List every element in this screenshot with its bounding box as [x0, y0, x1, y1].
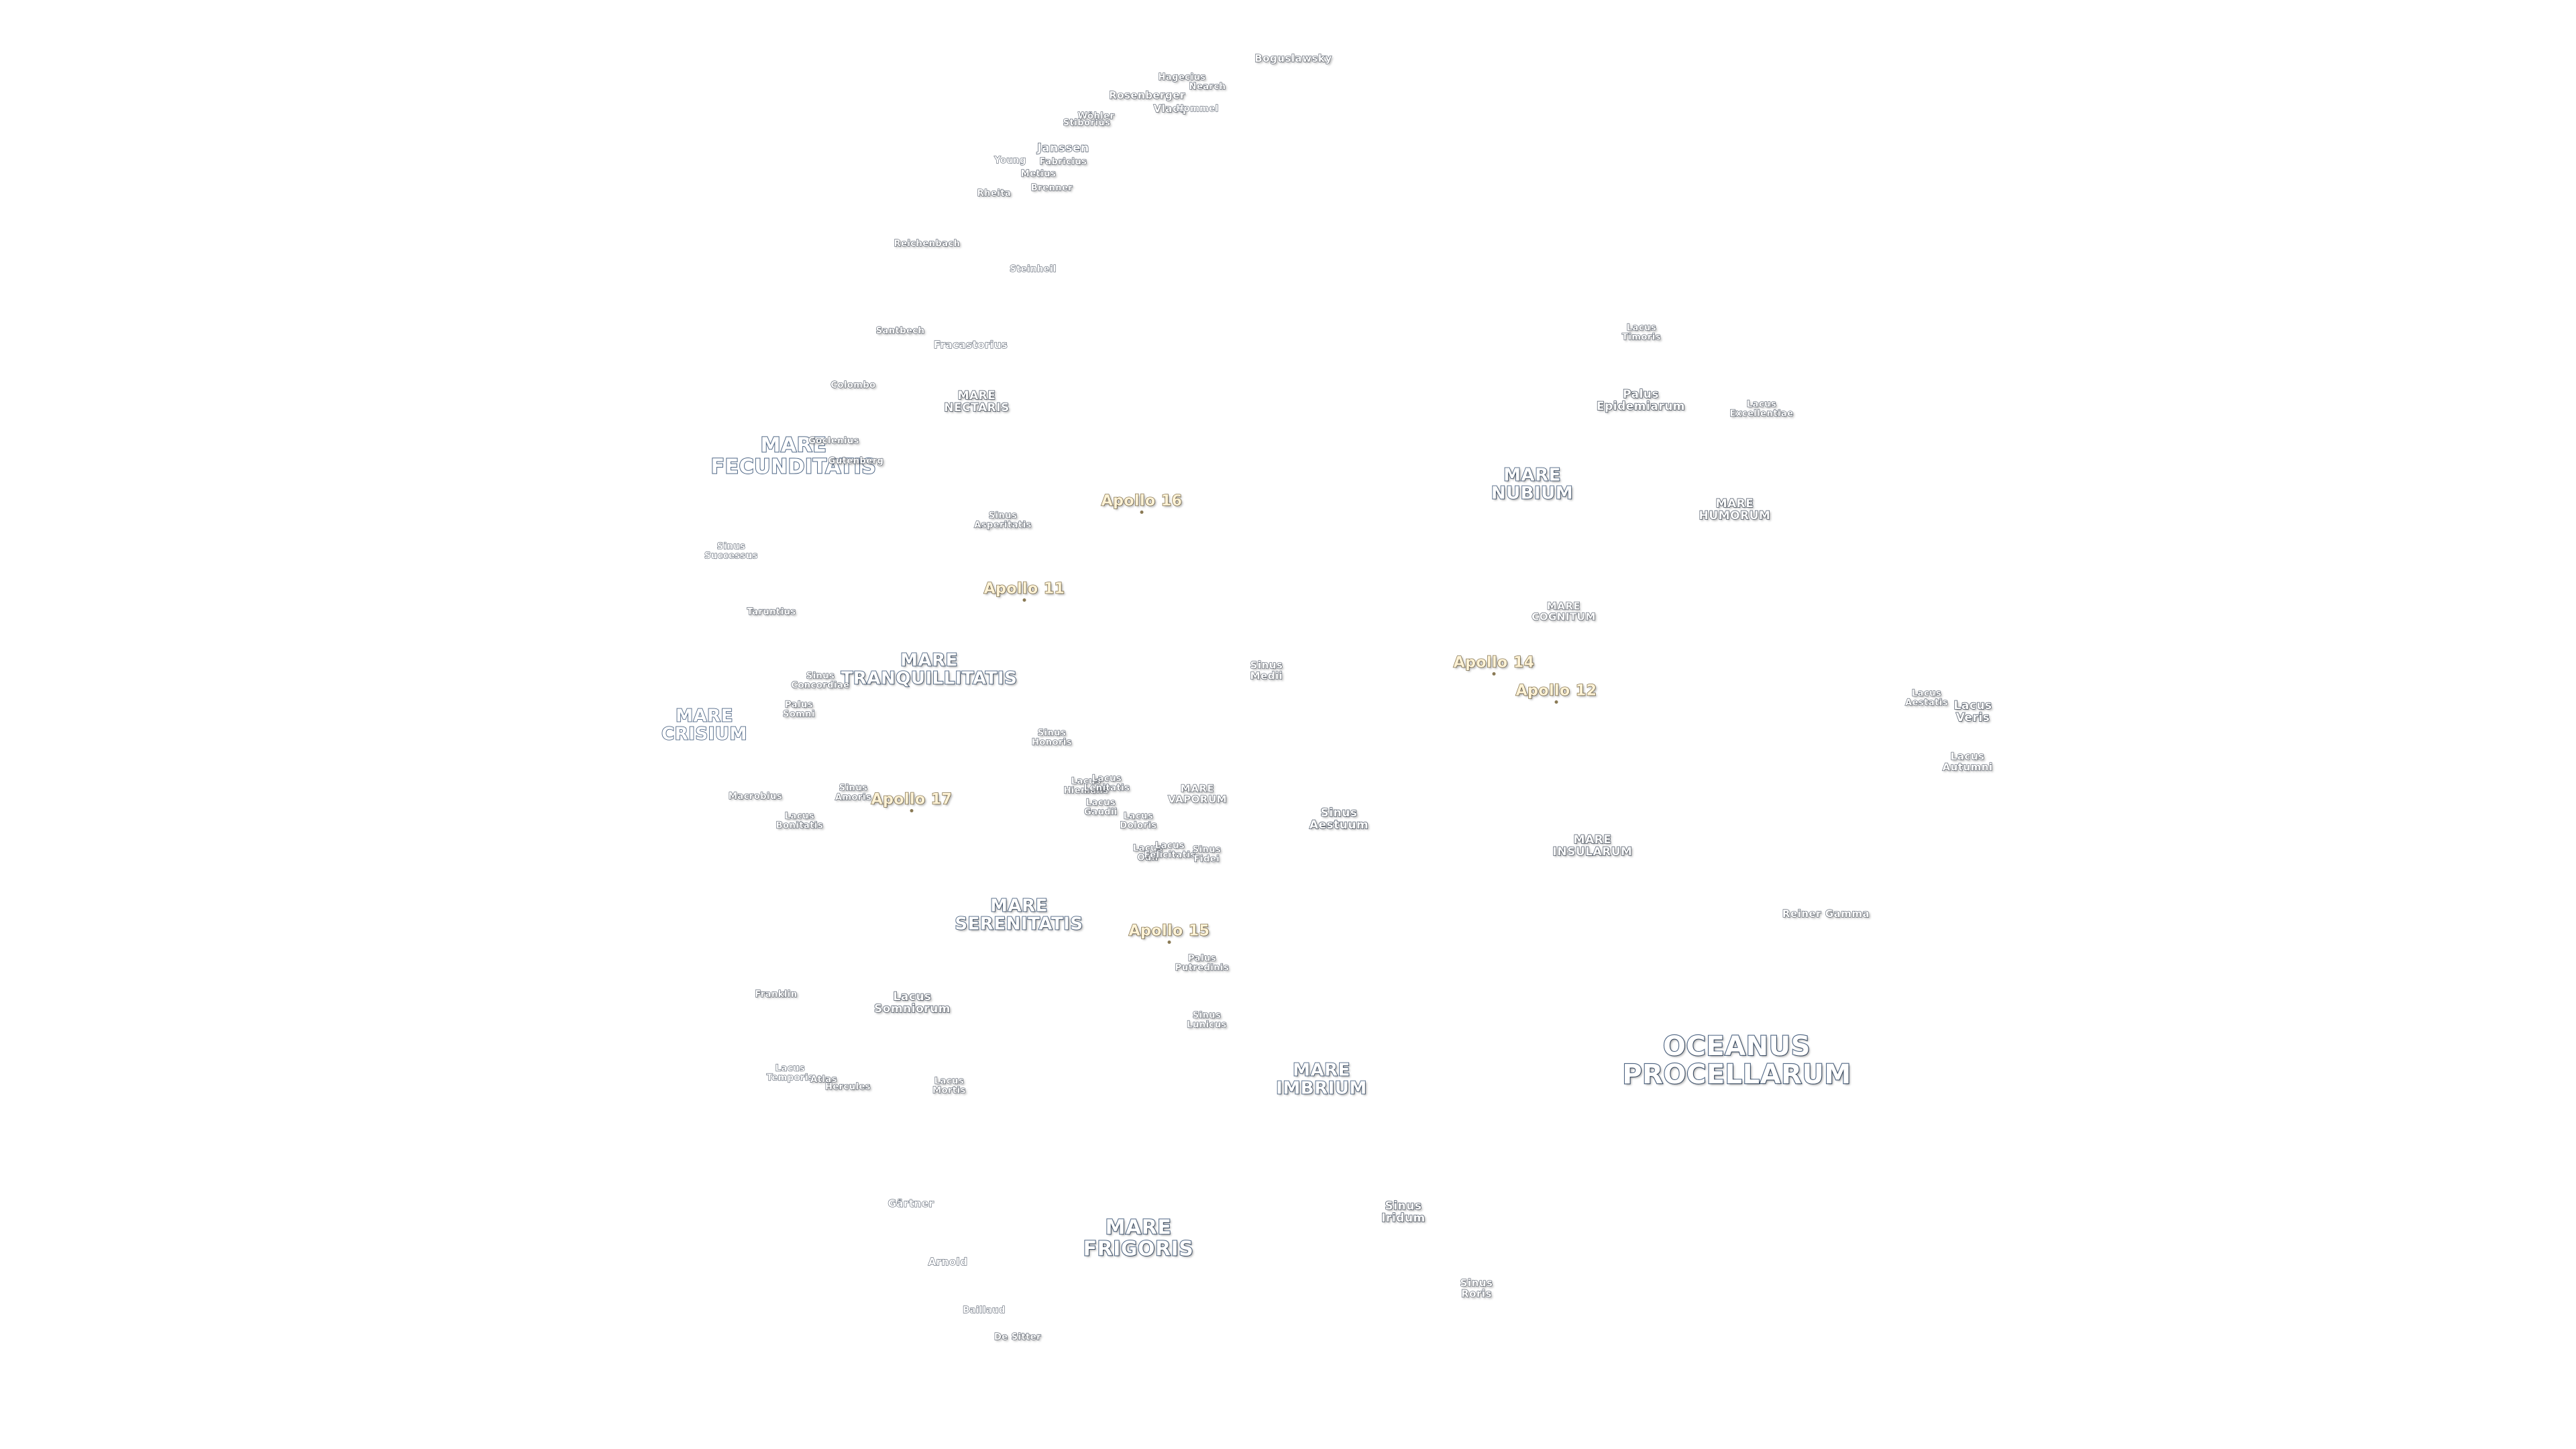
landing-site-apollo-12: Apollo 12: [1515, 682, 1597, 700]
label-mare-fecunditatis: MARE FECUNDITATIS: [710, 433, 877, 478]
landing-site-apollo-17: Apollo 17: [871, 791, 953, 808]
label-sinus-successus: Sinus Successus: [704, 541, 758, 561]
label-lacus-excellentiae: Lacus Excellentiae: [1729, 399, 1794, 419]
label-lacus-autumni: Lacus Autumni: [1942, 750, 1993, 773]
label-colombo: Colombo: [830, 380, 876, 391]
label-baillaud: Baillaud: [963, 1305, 1006, 1316]
label-arnold: Arnold: [928, 1256, 968, 1269]
label-palus-putredinis: Palus Putredinis: [1175, 953, 1230, 973]
label-mare-frigoris: MARE FRIGORIS: [1083, 1216, 1194, 1260]
label-de-sitter: De Sitter: [994, 1332, 1042, 1343]
label-santbech: Santbech: [875, 326, 925, 337]
label-young: Young: [994, 156, 1026, 166]
label-stiborius: Stiborius: [1063, 118, 1111, 129]
label-mare-serenitatis: MARE SERENITATIS: [955, 896, 1083, 934]
label-rheita: Rheita: [977, 189, 1012, 199]
label-mare-vaporum: MARE VAPORUM: [1167, 782, 1228, 805]
label-sinus-lunicus: Sinus Lunicus: [1187, 1010, 1227, 1030]
label-wohler: Wöhler: [1077, 111, 1115, 122]
label-hercules: Hercules: [824, 1082, 871, 1093]
label-reichenbach: Reichenbach: [894, 239, 961, 250]
landing-site-marker: [1554, 700, 1558, 704]
label-oceanus-procellarum: OCEANUS PROCELLARUM: [1621, 1031, 1851, 1090]
landing-site-marker: [1167, 941, 1171, 944]
label-sinus-aestuum: Sinus Aestuum: [1309, 806, 1369, 832]
label-vlacq: Vlacq: [1153, 103, 1187, 115]
label-mare-tranquillitatis: MARE TRANQUILLITATIS: [841, 650, 1018, 689]
label-nearch: Nearch: [1189, 82, 1226, 93]
label-lacus-veris: Lacus Veris: [1953, 699, 1992, 724]
label-sinus-honoris: Sinus Honoris: [1031, 728, 1073, 747]
label-lacus-gaudii: Lacus Gaudii: [1083, 798, 1118, 817]
landing-site-marker: [1140, 511, 1144, 514]
label-gutenberg: Gutenberg: [828, 456, 884, 467]
label-lacus-temporis: Lacus Temporis: [766, 1063, 814, 1083]
label-lacus-felicitatis: Lacus Felicitatis: [1144, 841, 1196, 860]
label-lacus-timoris: Lacus Timoris: [1621, 323, 1661, 342]
label-brenner: Brenner: [1030, 183, 1073, 194]
label-sinus-iridum: Sinus Iridum: [1381, 1199, 1426, 1225]
label-gartner: Gärtner: [888, 1197, 934, 1210]
label-mare-humorum: MARE HUMORUM: [1699, 497, 1771, 523]
label-hommel: Hommel: [1176, 104, 1219, 115]
label-lacus-doloris: Lacus Doloris: [1120, 811, 1157, 830]
label-reiner-gamma: Reiner Gamma: [1782, 908, 1870, 920]
label-rosenberger: Rosenberger: [1109, 89, 1185, 102]
label-fabricius: Fabricius: [1039, 157, 1087, 168]
label-sinus-medii: Sinus Medii: [1250, 659, 1283, 682]
landing-site-marker: [1022, 598, 1026, 602]
label-sinus-fidei: Sinus Fidei: [1192, 845, 1222, 864]
label-atlas: Atlas: [810, 1075, 837, 1085]
label-macrobius: Macrobius: [728, 792, 783, 802]
label-lacus-lenitatis: Lacus Lenitatis: [1083, 773, 1130, 793]
label-mare-nubium: MARE NUBIUM: [1491, 465, 1574, 504]
label-boguslawsky: Boguslawsky: [1254, 52, 1332, 65]
label-lacus-bonitatis: Lacus Bonitatis: [775, 811, 824, 830]
label-steinheil: Steinheil: [1010, 264, 1057, 275]
label-sinus-concordiae: Sinus Concordiae: [791, 671, 850, 690]
label-franklin: Franklin: [755, 989, 798, 1000]
label-sinus-asperitatis: Sinus Asperitatis: [974, 511, 1032, 530]
label-goclenius: Goclenius: [808, 436, 859, 447]
landing-site-marker: [1492, 672, 1496, 676]
label-mare-imbrium: MARE IMBRIUM: [1275, 1060, 1367, 1099]
label-taruntius: Taruntius: [747, 607, 796, 618]
label-sinus-amoris: Sinus Amoris: [835, 783, 872, 802]
label-palus-somni: Palus Somni: [782, 700, 816, 719]
label-metius: Metius: [1020, 169, 1057, 180]
label-sinus-roris: Sinus Roris: [1460, 1277, 1493, 1299]
label-fracastorius: Fracastorius: [933, 339, 1008, 352]
label-lacus-hiemalis: Lacus Hiemalis: [1063, 776, 1109, 796]
label-mare-cognitum: MARE COGNITUM: [1532, 600, 1596, 623]
label-lacus-somniorum: Lacus Somniorum: [873, 990, 951, 1016]
label-hagecius: Hagecius: [1158, 72, 1206, 83]
label-mare-crisium: MARE CRISIUM: [661, 706, 747, 745]
landing-site-apollo-14: Apollo 14: [1453, 654, 1535, 672]
label-lacus-autumni-small: Lacus Aestatis: [1904, 688, 1949, 708]
label-mare-nectaris: MARE NECTARIS: [944, 389, 1010, 415]
label-lacus-odii: Lacus Odii: [1132, 843, 1163, 863]
landing-site-apollo-11: Apollo 11: [983, 580, 1065, 598]
label-lacus-mortis: Lacus Mortis: [932, 1076, 966, 1095]
landing-site-apollo-15: Apollo 15: [1128, 922, 1210, 940]
landing-site-apollo-16: Apollo 16: [1101, 492, 1183, 510]
label-janssen: Janssen: [1037, 142, 1089, 156]
label-palus-epidemiarum: Palus Epidemiarum: [1596, 388, 1686, 413]
label-mare-insularum: MARE INSULARUM: [1552, 833, 1633, 859]
landing-site-marker: [910, 809, 914, 812]
